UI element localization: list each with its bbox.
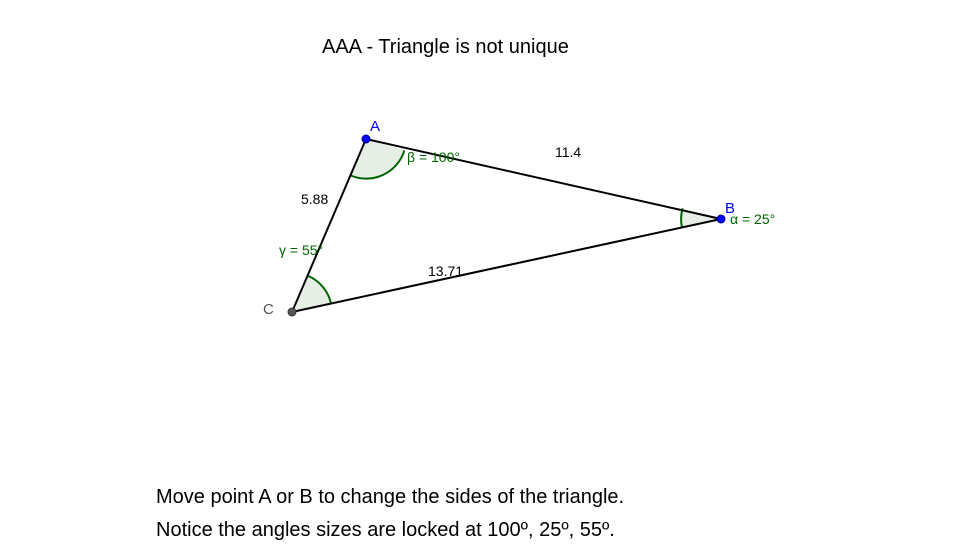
side-BC (291, 218, 722, 313)
side-BC-length: 13.71 (428, 263, 463, 279)
point-C-label: C (263, 301, 274, 318)
side-AB-length: 11.4 (555, 144, 581, 160)
side-AC (291, 138, 367, 313)
side-AC-length: 5.88 (301, 191, 328, 207)
instruction-line-2: Notice the angles sizes are locked at 10… (156, 519, 615, 541)
angle-arc-A (350, 150, 406, 180)
applet-title: AAA - Triangle is not unique (322, 36, 569, 58)
instruction-line-1: Move point A or B to change the sides of… (156, 486, 625, 508)
angle-sector-C (292, 275, 332, 312)
angle-sector-A (350, 139, 405, 179)
side-AB (365, 138, 722, 220)
point-A[interactable] (361, 134, 371, 144)
point-C (287, 307, 297, 317)
angle-C-label: γ = 55° (279, 242, 323, 258)
instructions: Move point A or B to change the sides of… (156, 481, 624, 547)
angle-B-label: α = 25° (730, 211, 775, 227)
point-A-label: A (370, 118, 380, 135)
point-B-label: B (725, 200, 735, 217)
angle-A-label: β = 100° (407, 149, 460, 165)
angle-arc-C (306, 274, 333, 305)
point-B[interactable] (716, 214, 726, 224)
